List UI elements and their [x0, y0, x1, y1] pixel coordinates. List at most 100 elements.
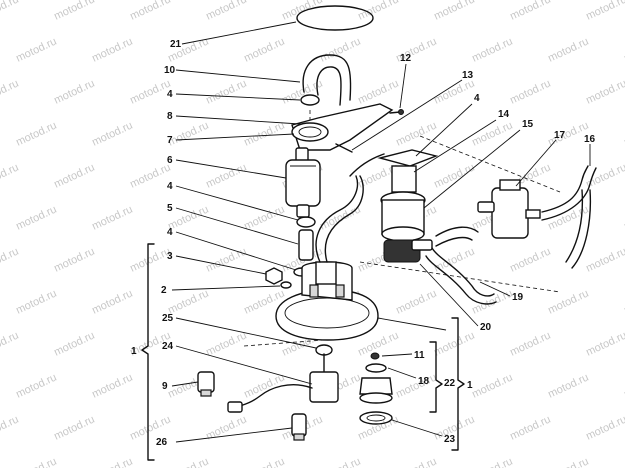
watermark-text: motod.ru [52, 161, 96, 190]
watermark-text: motod.ru [394, 287, 438, 316]
clamp-top [300, 94, 320, 106]
label-4: 4 [167, 227, 173, 238]
watermark-text: motod.ru [584, 329, 625, 358]
pump-wire-lead [349, 153, 385, 177]
watermark-text: motod.ru [128, 161, 172, 190]
label-5: 5 [167, 203, 173, 214]
valve-17-port-r [525, 209, 541, 219]
bracket-hole [298, 126, 322, 138]
hose-16-a [541, 165, 589, 213]
harness-24 [239, 384, 313, 407]
watermark-text: motod.ru [14, 35, 58, 64]
watermark-text: motod.ru [204, 0, 248, 23]
watermark-text: motod.ru [394, 119, 438, 148]
watermark-text: motod.ru [0, 329, 21, 358]
watermark-text: motod.ru [546, 203, 590, 232]
hose-16-d [565, 189, 584, 263]
watermark-text: motod.ru [90, 455, 134, 468]
watermark-text: motod.ru [14, 203, 58, 232]
o-ring-18 [365, 363, 387, 373]
pump-wire-loop [315, 175, 359, 263]
watermark-text: motod.ru [508, 77, 552, 106]
leader-lines [171, 21, 591, 443]
label-20: 20 [480, 322, 492, 333]
watermark-text: motod.ru [432, 77, 476, 106]
watermark-text: motod.ru [432, 0, 476, 23]
sensor-26-tip [293, 433, 305, 441]
pump-wire-loop-2 [324, 175, 364, 263]
watermark-text: motod.ru [508, 413, 552, 442]
clamp-mid [296, 216, 316, 228]
bracket-bolt [335, 143, 353, 153]
watermark-text: motod.ru [166, 119, 210, 148]
label-6: 6 [167, 155, 173, 166]
label-25: 25 [162, 313, 174, 324]
screw-12-head [398, 109, 404, 115]
washer [280, 281, 292, 289]
harness-plug [227, 401, 243, 413]
label-23: 23 [444, 434, 456, 445]
regulator-base [383, 239, 421, 263]
watermark-text: motod.ru [14, 287, 58, 316]
watermark-text: motod.ru [14, 371, 58, 400]
label-21: 21 [170, 39, 182, 50]
watermark-text: motod.ru [90, 287, 134, 316]
watermark-text: motod.ru [242, 455, 286, 468]
sensor-9 [197, 371, 215, 393]
label-16: 16 [584, 134, 596, 145]
watermark-text: motod.ru [470, 371, 514, 400]
sensor-9-tip [200, 389, 212, 397]
valve-17 [491, 187, 529, 239]
watermark-text: motod.ru [0, 413, 21, 442]
watermark-text: motod.ru [546, 287, 590, 316]
hose-19-a [431, 247, 495, 297]
watermark-text: motod.ru [508, 329, 552, 358]
watermark-text: motod.ru [128, 0, 172, 23]
watermark-text: motod.ru [0, 0, 21, 23]
label-1: 1 [131, 346, 137, 357]
watermark-text: motod.ru [128, 77, 172, 106]
hose-19-top [435, 226, 479, 237]
watermark-text: motod.ru [546, 35, 590, 64]
nut [265, 267, 283, 285]
watermark-text: motod.ru [204, 245, 248, 274]
label-17: 17 [554, 130, 566, 141]
connector-24 [309, 371, 339, 403]
label-10: 10 [164, 65, 176, 76]
regulator-clip [377, 149, 439, 167]
watermark-text: motod.ru [470, 119, 514, 148]
watermark-text: motod.ru [0, 245, 21, 274]
watermark-text: motod.ru [242, 203, 286, 232]
short-hose [298, 229, 314, 261]
bracket-group-1-right [451, 317, 465, 451]
watermark-text: motod.ru [546, 455, 590, 468]
watermark-text: motod.ru [52, 0, 96, 23]
hose-upper [302, 54, 352, 101]
watermark-text: motod.ru [14, 119, 58, 148]
watermark-text: motod.ru [584, 245, 625, 274]
watermark-text: motod.ru [356, 413, 400, 442]
hose-16-b [541, 167, 597, 221]
o-ring [296, 5, 374, 31]
watermark-text: motod.ru [242, 35, 286, 64]
o-ring-11 [370, 352, 380, 360]
watermark-text: motod.ru [166, 455, 210, 468]
sensor-26 [291, 413, 307, 437]
watermark-text: motod.ru [318, 35, 362, 64]
valve-17-port [477, 201, 495, 213]
watermark-text: motod.ru [90, 35, 134, 64]
watermark-text: motod.ru [90, 203, 134, 232]
watermark-text: motod.ru [242, 119, 286, 148]
watermark-text: motod.ru [90, 119, 134, 148]
label-13: 13 [462, 70, 474, 81]
watermark-text: motod.ru [14, 455, 58, 468]
regulator-18-base [359, 392, 393, 404]
regulator-outlet [411, 239, 433, 251]
watermark-text: motod.ru [52, 413, 96, 442]
hose-19-b [425, 255, 497, 305]
label-2: 2 [161, 285, 167, 296]
pump-terminal-2 [335, 284, 345, 298]
watermark-text: motod.ru [204, 413, 248, 442]
